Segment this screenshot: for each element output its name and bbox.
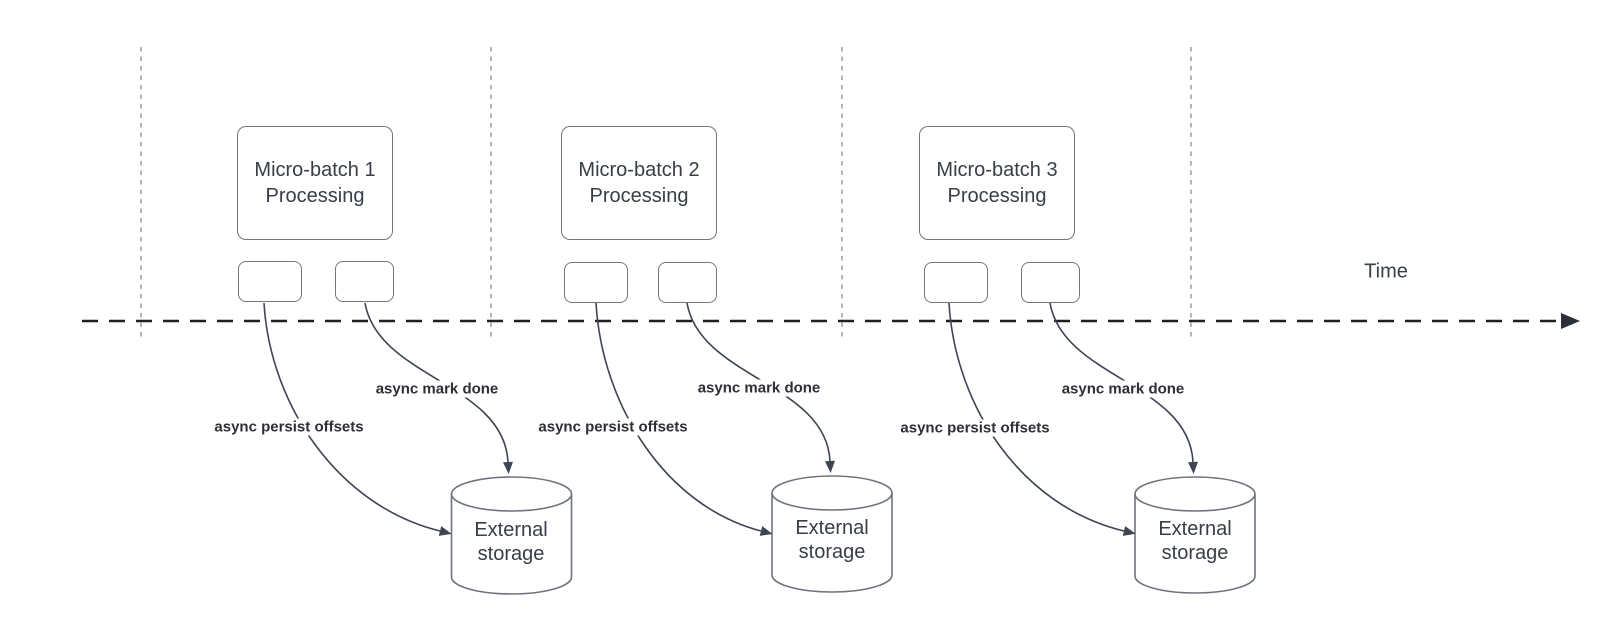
persist-offsets-label-2: async persist offsets [535,418,691,436]
micro-batch-1-offset-task-box [238,261,302,302]
micro-batch-1-title: Micro-batch 1 Processing [254,159,376,207]
micro-batch-2-done-task-box [658,262,717,303]
persist-offsets-arrow-1 [263,302,452,536]
mark-done-label-2: async mark done [694,379,824,397]
external-storage-cylinder-2 [771,475,893,593]
micro-batch-1-box: Micro-batch 1 Processing [237,126,393,240]
micro-batch-2-box: Micro-batch 2 Processing [561,126,717,240]
micro-batch-3-box: Micro-batch 3 Processing [919,126,1075,240]
micro-batch-2-offset-task-box [564,262,628,303]
external-storage-cylinder-3 [1134,476,1256,594]
micro-batch-1-done-task-box [335,261,394,302]
external-storage-label-3: External storage [1158,518,1232,564]
micro-batch-2-title: Micro-batch 2 Processing [578,159,700,207]
micro-batch-3-offset-task-box [924,262,988,303]
external-storage-label-2: External storage [795,517,869,563]
mark-done-label-3: async mark done [1058,380,1188,398]
persist-offsets-arrow-3 [948,302,1136,536]
persist-offsets-label-3: async persist offsets [897,419,1053,437]
time-axis-arrowhead-icon [1561,313,1580,329]
micro-batch-3-title: Micro-batch 3 Processing [936,159,1058,207]
external-storage-cylinder-1 [450,476,573,595]
mark-done-label-1: async mark done [372,380,502,398]
persist-offsets-arrow-2 [595,302,773,536]
persist-offsets-label-1: async persist offsets [211,418,367,436]
time-axis-label: Time [1364,260,1408,283]
external-storage-label-1: External storage [474,519,548,565]
micro-batch-3-done-task-box [1021,262,1080,303]
